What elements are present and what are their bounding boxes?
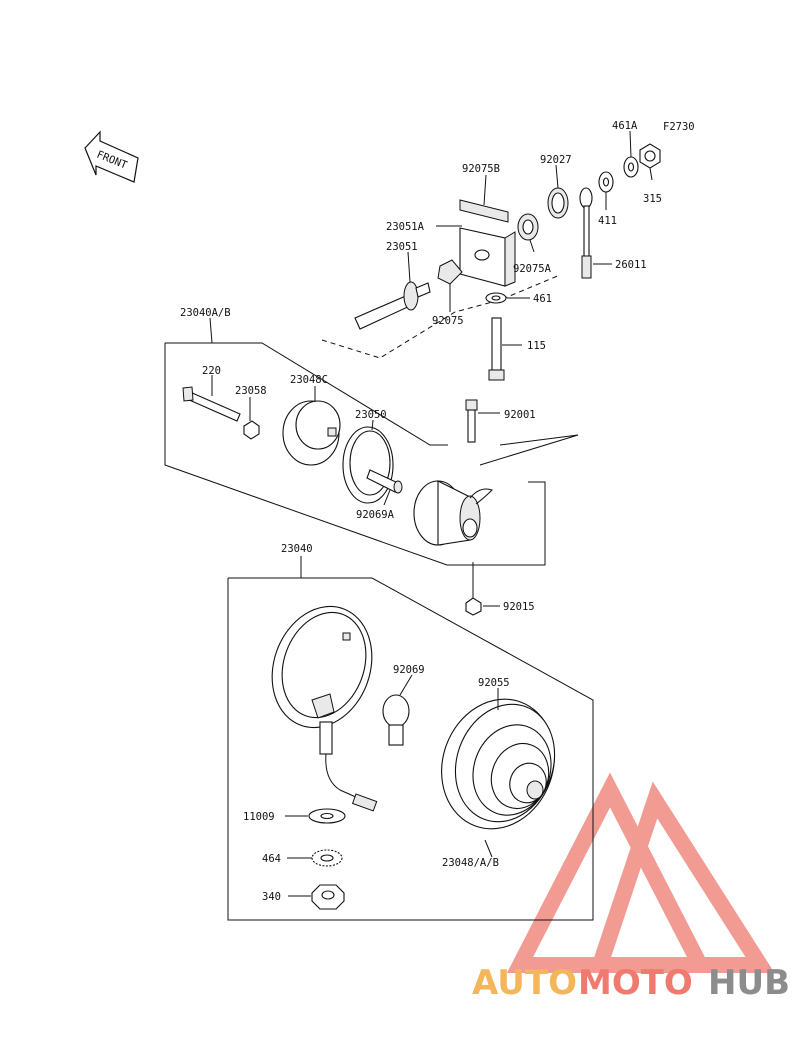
- housing-23040: [271, 605, 378, 812]
- label-92069a: 92069A: [356, 509, 395, 521]
- label-461a: 461A: [612, 120, 638, 132]
- collar-92075a: [517, 213, 539, 241]
- figure-code: F2730: [663, 121, 695, 133]
- watermark-part3: HUB: [708, 963, 790, 1003]
- label-115: 115: [527, 340, 546, 352]
- bulb-92069: [382, 694, 410, 746]
- lockwasher-464-hole: [320, 854, 334, 862]
- watermark-logo: [506, 772, 775, 973]
- label-23040ab: 23040A/B: [180, 307, 231, 319]
- label-23048c: 23048C: [290, 374, 328, 386]
- shaft-23051: [354, 281, 431, 330]
- ring-23050: [342, 426, 394, 504]
- washer-461a-hole: [627, 162, 635, 172]
- part-labels: F2730 461A 315 92027 92075B 411 23051A 2…: [180, 120, 695, 903]
- washer-11009-hole: [320, 812, 334, 820]
- nut-23058: [243, 420, 260, 440]
- grommet-92027: [547, 187, 569, 219]
- plate-92075b: [459, 199, 509, 223]
- group-outline-23040ab-top: [165, 342, 448, 446]
- label-92015: 92015: [503, 601, 535, 613]
- bolt-220: [182, 386, 241, 422]
- collar-92075: [437, 259, 463, 285]
- label-23040: 23040: [281, 543, 313, 555]
- label-92075: 92075: [432, 315, 464, 327]
- guide-line: [479, 434, 579, 466]
- label-23058: 23058: [235, 385, 267, 397]
- label-23050: 23050: [355, 409, 387, 421]
- nut-315: [639, 143, 661, 169]
- label-464: 464: [262, 853, 281, 865]
- clip: [469, 488, 493, 505]
- label-461: 461: [533, 293, 552, 305]
- terminal-26011: [579, 187, 593, 279]
- nut-340: [311, 884, 345, 910]
- label-315: 315: [643, 193, 662, 205]
- label-92001: 92001: [504, 409, 536, 421]
- leader-lines: [209, 130, 653, 897]
- rim-23048c: [282, 400, 341, 466]
- label-26011: 26011: [615, 259, 647, 271]
- nut-92015: [465, 597, 482, 616]
- label-340: 340: [262, 891, 281, 903]
- label-411: 411: [598, 215, 617, 227]
- watermark-part2: MOTO: [578, 963, 693, 1003]
- label-92075a: 92075A: [513, 263, 552, 275]
- label-220: 220: [202, 365, 221, 377]
- lens-23048: [441, 698, 556, 830]
- group-outline-23040ab: [164, 343, 546, 566]
- bolt-115: [488, 317, 505, 381]
- watermark-text: AUTO MOTO HUB: [472, 963, 790, 1003]
- label-92055: 92055: [478, 677, 510, 689]
- front-arrow-icon: FRONT: [84, 130, 139, 183]
- label-23048ab: 23048/A/B: [442, 857, 499, 869]
- lamp-body: [413, 480, 481, 546]
- label-92069: 92069: [393, 664, 425, 676]
- label-92075b: 92075B: [462, 163, 500, 175]
- washer-461-hole: [491, 295, 501, 301]
- washer-411-hole: [602, 177, 610, 187]
- bolt-92001: [465, 399, 478, 443]
- dashed-guide: [321, 274, 561, 359]
- watermark-part1: AUTO: [472, 963, 577, 1003]
- label-23051: 23051: [386, 241, 418, 253]
- label-11009: 11009: [243, 811, 275, 823]
- bracket-23051a: [459, 227, 516, 287]
- group-outline-23040: [227, 577, 594, 921]
- label-23051a: 23051A: [386, 221, 425, 233]
- label-92027: 92027: [540, 154, 572, 166]
- bulb-socket-92069a: [366, 469, 403, 494]
